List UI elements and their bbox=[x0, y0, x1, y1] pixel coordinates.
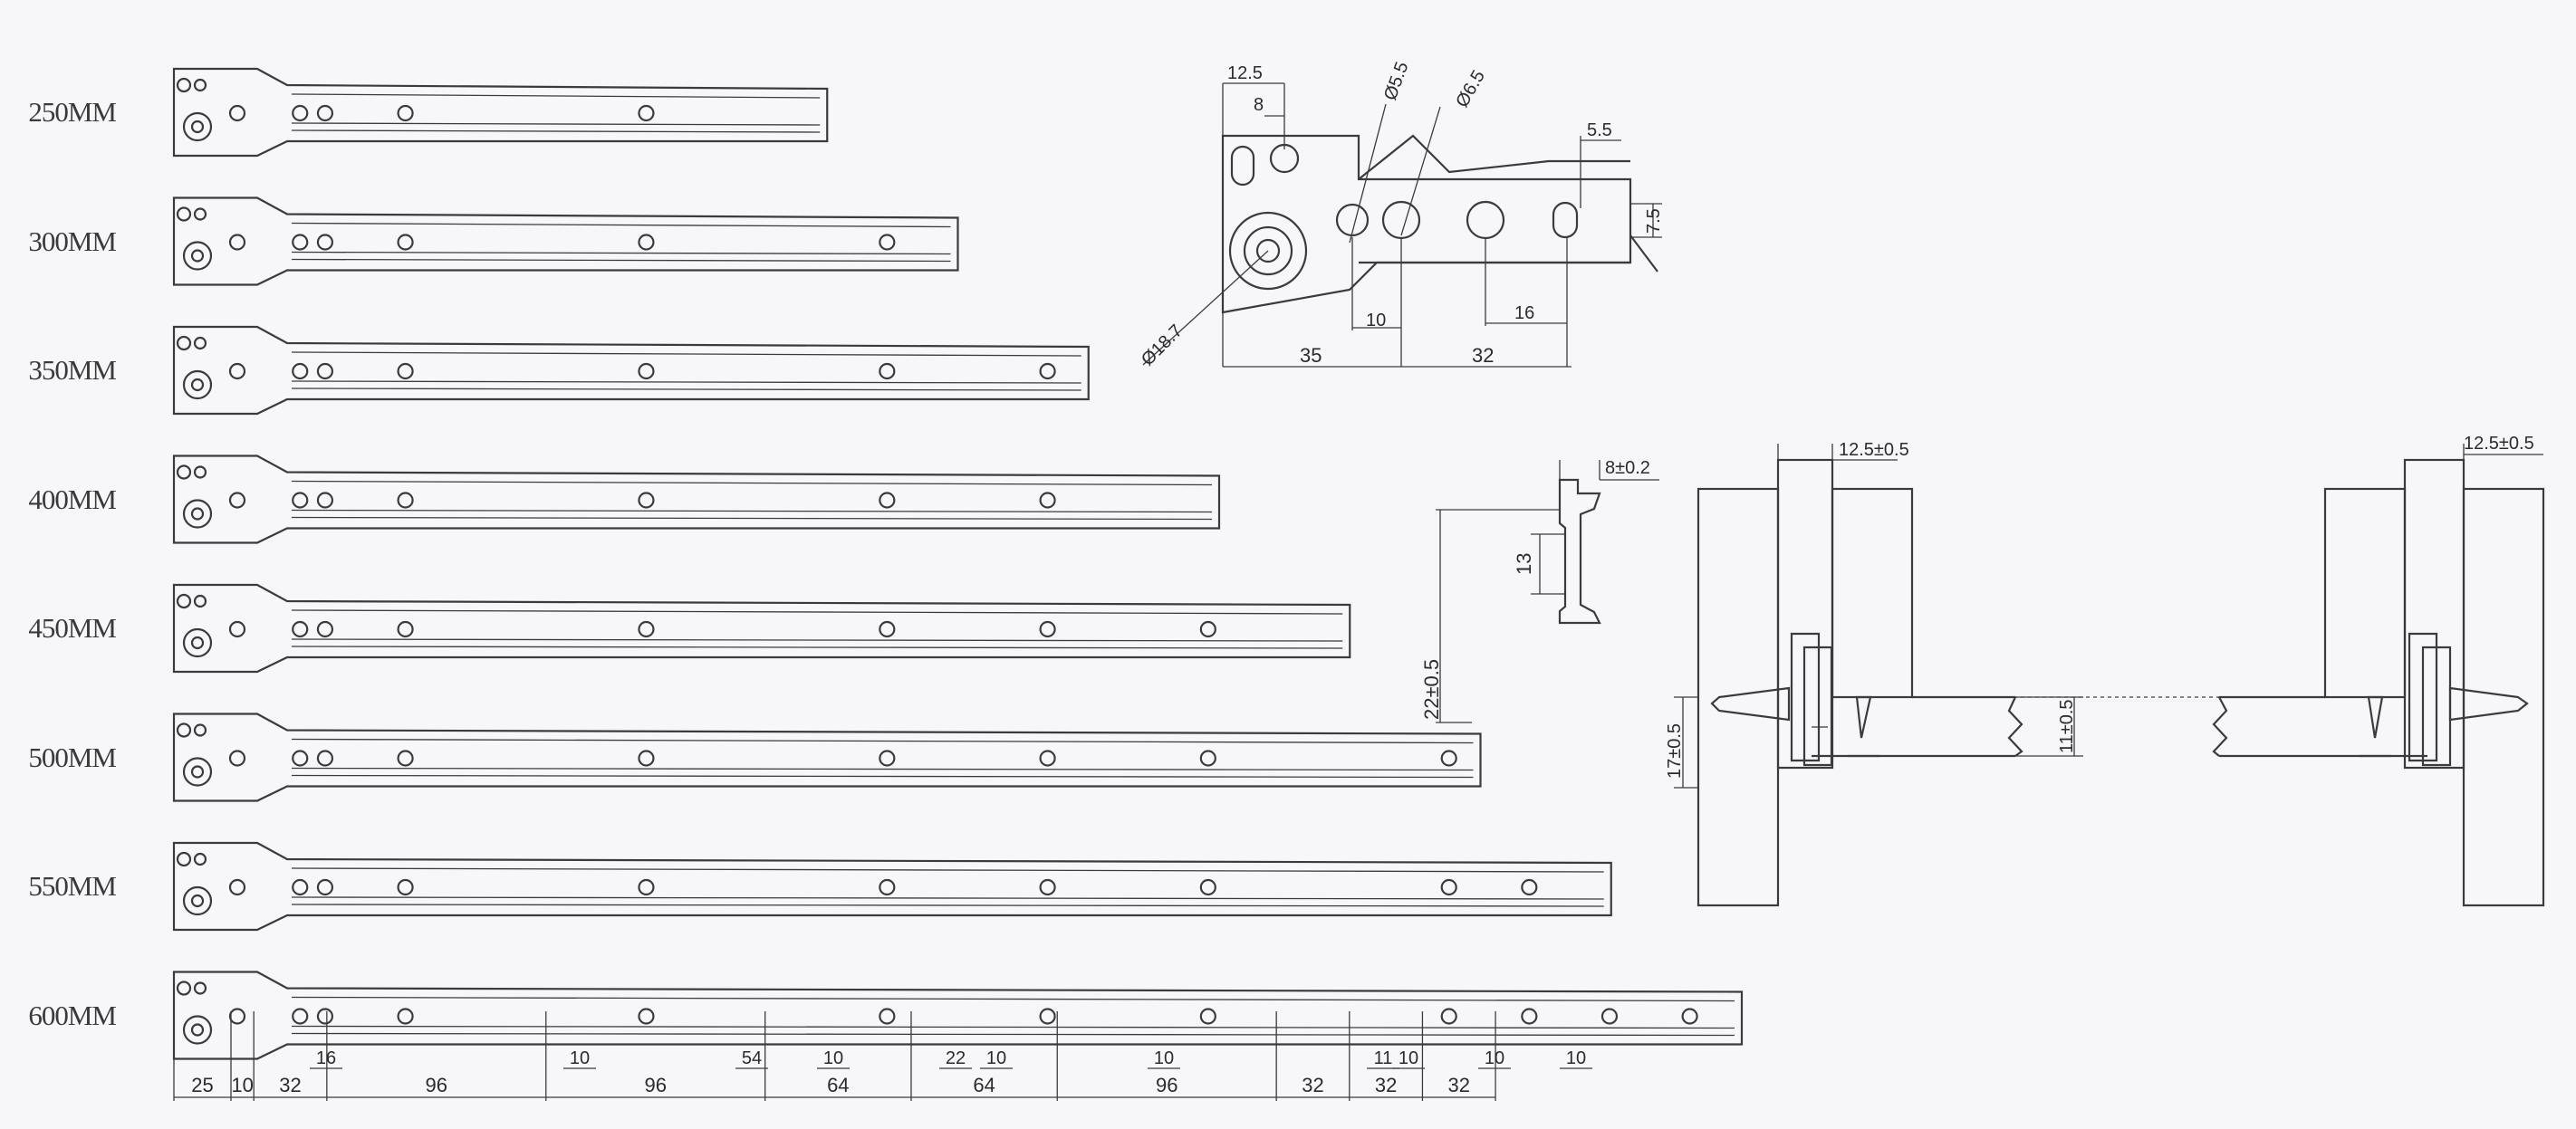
hole-detail-label: 16 bbox=[316, 1048, 336, 1068]
end-dim-12-5: 12.5 bbox=[1227, 63, 1263, 83]
profile-flange-dim: 8±0.2 bbox=[1605, 458, 1650, 478]
end-dim-dia-6-5: Ø6.5 bbox=[1452, 67, 1489, 111]
hole-detail-label: 54 bbox=[742, 1048, 762, 1068]
end-dim-10: 10 bbox=[1366, 311, 1386, 330]
hole-detail-label: 10 bbox=[1399, 1048, 1418, 1068]
hole-spacing-label: 32 bbox=[279, 1074, 301, 1096]
end-dim-16: 16 bbox=[1514, 303, 1534, 323]
hole-spacing-label: 32 bbox=[1302, 1074, 1323, 1096]
profile-height-dim: 22±0.5 bbox=[1420, 659, 1443, 720]
slide-rail-550 bbox=[172, 841, 1612, 932]
end-dim-5-5: 5.5 bbox=[1587, 120, 1612, 140]
slide-length-label: 250MM bbox=[28, 96, 117, 128]
slide-rail-350 bbox=[172, 325, 1090, 416]
hole-spacing-label: 32 bbox=[1448, 1074, 1470, 1096]
end-dim-35: 35 bbox=[1300, 344, 1322, 367]
end-dim-roller: Ø18.7 bbox=[1138, 321, 1187, 369]
install-gap-right: 12.5±0.5 bbox=[2464, 434, 2534, 454]
hole-detail-label: 10 bbox=[570, 1048, 590, 1068]
hole-spacing-label: 10 bbox=[231, 1074, 253, 1096]
hole-detail-label: 10 bbox=[823, 1048, 843, 1068]
end-bracket-detail: 12.5 8 Ø5.5 Ø6.5 5.5 7.5 Ø18.7 10 16 35 … bbox=[1138, 59, 1664, 369]
end-dim-8: 8 bbox=[1254, 95, 1264, 115]
end-dim-32: 32 bbox=[1472, 344, 1494, 367]
slide-rail-300 bbox=[172, 196, 959, 286]
slide-rail-450 bbox=[172, 583, 1351, 674]
slide-rail-400 bbox=[172, 454, 1221, 544]
hole-spacing-label: 64 bbox=[827, 1074, 849, 1096]
hole-spacing-label: 64 bbox=[973, 1074, 995, 1096]
hole-detail-label: 11 bbox=[1374, 1048, 1393, 1068]
slide-length-label: 550MM bbox=[28, 870, 117, 902]
slide-length-label: 300MM bbox=[28, 225, 117, 257]
slide-rail-600 bbox=[172, 971, 1744, 1060]
hole-detail-label: 10 bbox=[1485, 1048, 1504, 1068]
slide-length-label: 350MM bbox=[28, 354, 117, 386]
slide-length-label: 500MM bbox=[28, 741, 117, 773]
end-dim-dia-5-5: Ø5.5 bbox=[1380, 59, 1413, 102]
slide-rail-500 bbox=[172, 713, 1482, 802]
hole-detail-label: 22 bbox=[946, 1048, 966, 1068]
profile-lip-dim: 13 bbox=[1513, 553, 1535, 575]
install-panel-dim: 11±0.5 bbox=[2057, 699, 2077, 753]
hole-detail-label: 10 bbox=[1566, 1048, 1586, 1068]
slide-length-label: 600MM bbox=[28, 999, 117, 1031]
end-dim-7-5: 7.5 bbox=[1644, 208, 1664, 234]
hole-spacing-label: 96 bbox=[644, 1074, 666, 1096]
installation-section: 12.5±0.5 12.5±0.5 17±0.5 11±0.5 bbox=[1665, 434, 2545, 907]
hole-spacing-label: 32 bbox=[1375, 1074, 1397, 1096]
rail-profile-section: 8±0.2 13 22±0.5 bbox=[1420, 458, 1659, 723]
hole-spacing-label: 96 bbox=[1156, 1074, 1177, 1096]
install-rail-dim: 17±0.5 bbox=[1665, 723, 1685, 779]
hole-spacing-label: 25 bbox=[191, 1074, 213, 1096]
hole-spacing-label: 96 bbox=[426, 1074, 447, 1096]
slide-rail-250 bbox=[172, 67, 829, 158]
install-gap-left: 12.5±0.5 bbox=[1839, 440, 1909, 460]
slide-length-label: 450MM bbox=[28, 612, 117, 644]
hole-detail-label: 10 bbox=[986, 1048, 1006, 1068]
slide-length-label: 400MM bbox=[28, 483, 117, 515]
hole-detail-label: 10 bbox=[1154, 1048, 1174, 1068]
slide-rails bbox=[172, 67, 1744, 1060]
